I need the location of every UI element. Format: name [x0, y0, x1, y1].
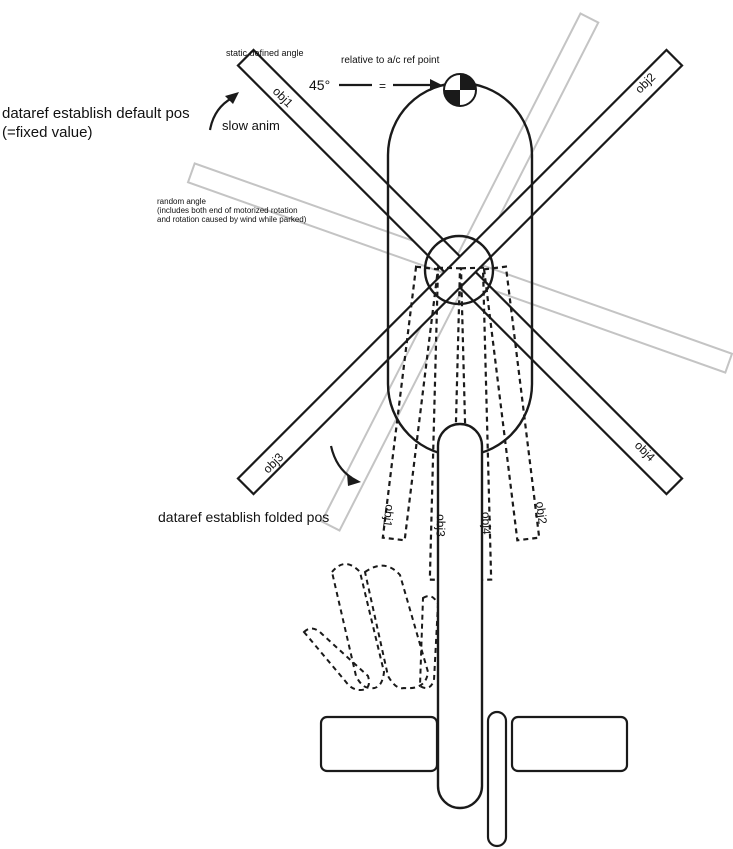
- folded-blade-labels: obj1 obj3 obj4 obj2: [380, 501, 550, 538]
- random-angle-title: random angle: [157, 197, 206, 206]
- folded-blade-obj2: [482, 265, 541, 542]
- blade-obj2-obj3: [236, 48, 684, 496]
- relative-ref-label: relative to a/c ref point: [341, 55, 440, 66]
- random-angle-note-2: and rotation caused by wind while parked…: [157, 215, 307, 224]
- folded-label-obj4: obj4: [479, 512, 494, 535]
- fixed-value-label: (=fixed value): [2, 124, 92, 141]
- folded-label-obj2: obj2: [533, 501, 550, 526]
- ref-arrow-head: [430, 79, 442, 91]
- folded-blade-trail: [302, 563, 440, 692]
- reference-point-icon: [443, 73, 477, 107]
- tail-rotor: [486, 710, 508, 848]
- static-angle-label: static defined angle: [226, 48, 304, 58]
- random-angle-note-1: (includes both end of motorized rotation: [157, 206, 298, 215]
- slow-anim-arrow-head: [225, 92, 239, 104]
- tail-boom: [436, 422, 484, 810]
- folded-pos-arrow: [329, 445, 353, 479]
- equals-label: =: [379, 79, 386, 93]
- slow-anim-label: slow anim: [222, 118, 280, 133]
- stabilizer-left: [319, 715, 439, 773]
- default-pos-label: dataref establish default pos: [2, 105, 190, 122]
- folded-arrow-head: [347, 474, 361, 486]
- angle-value-label: 45°: [309, 77, 330, 93]
- folded-label-obj1: obj1: [380, 504, 397, 529]
- folded-pos-label: dataref establish folded pos: [158, 509, 329, 525]
- stabilizer-right: [510, 715, 629, 773]
- folded-label-obj3: obj3: [433, 514, 448, 537]
- main-blades: [236, 48, 684, 496]
- arrow-heads: [225, 79, 442, 486]
